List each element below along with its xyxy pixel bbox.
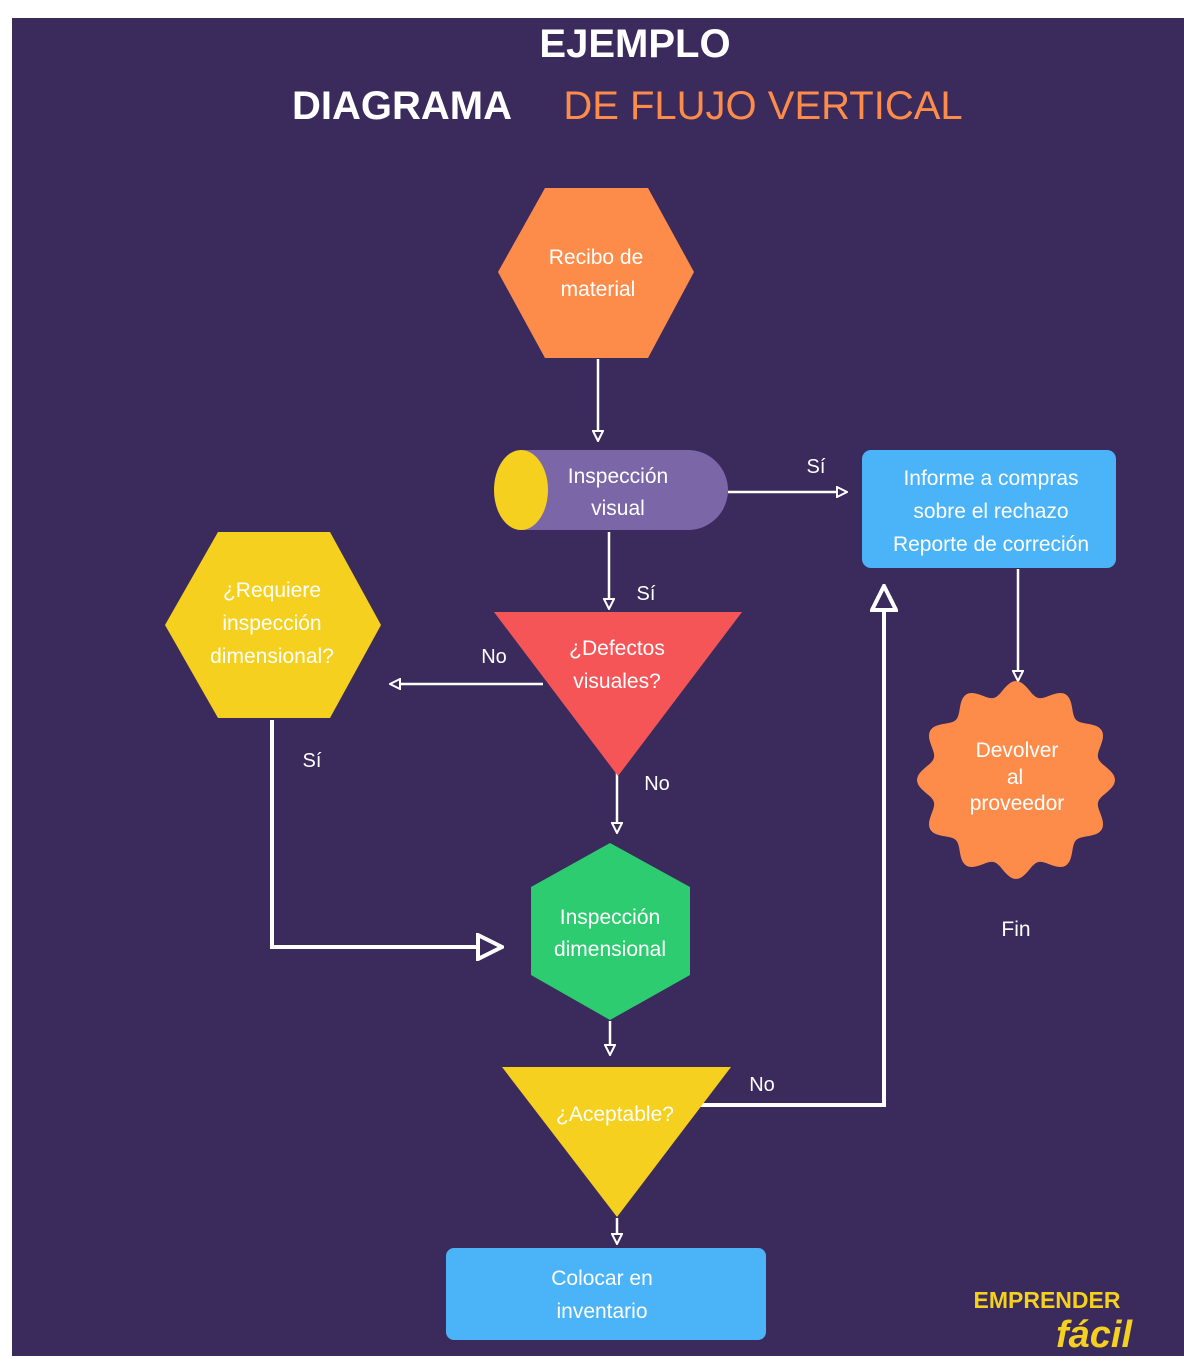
node-label: visual: [591, 497, 645, 520]
node-label: Inspección: [560, 906, 660, 929]
emprender-facil-logo: EMPRENDER fácil: [974, 1287, 1134, 1356]
node-label: inventario: [556, 1300, 647, 1323]
triangle-shape: [502, 1067, 731, 1217]
title-line2-white: DIAGRAMA: [292, 84, 512, 128]
rect-shape: [862, 450, 1116, 568]
node-label: dimensional?: [210, 645, 334, 668]
logo-text-top: EMPRENDER: [974, 1287, 1121, 1313]
edge-label-no: No: [481, 646, 507, 668]
node-label: ¿Defectos: [569, 637, 665, 660]
node-colocar-inventario[interactable]: Colocar en inventario: [446, 1248, 766, 1340]
node-label: proveedor: [970, 792, 1065, 815]
hexagon-shape: [165, 532, 381, 718]
edge-requiere-dimensional: [270, 720, 490, 947]
node-label: inspección: [222, 612, 321, 635]
node-label: Inspección: [568, 465, 668, 488]
wavy-circle-shape: [917, 681, 1115, 879]
node-inspeccion-visual[interactable]: Inspección visual: [494, 450, 728, 530]
logo-text-bottom: fácil: [1056, 1314, 1133, 1356]
node-aceptable[interactable]: ¿Aceptable?: [502, 1067, 731, 1217]
edge-label-si: Sí: [637, 583, 656, 605]
node-inspeccion-dimensional[interactable]: Inspección dimensional: [531, 843, 690, 1020]
node-label: dimensional: [554, 938, 666, 961]
node-devolver-proveedor[interactable]: Devolver al proveedor: [917, 681, 1115, 879]
edge-label-no: No: [749, 1074, 775, 1096]
node-label: Recibo de: [549, 246, 644, 269]
node-label: ¿Requiere: [223, 579, 321, 602]
node-label: Reporte de correción: [893, 533, 1089, 556]
node-defectos-visuales[interactable]: ¿Defectos visuales?: [494, 612, 742, 776]
node-informe-compras[interactable]: Informe a compras sobre el rechazo Repor…: [862, 450, 1116, 568]
node-label: Informe a compras: [903, 467, 1078, 490]
node-label: Devolver: [976, 739, 1059, 762]
edge-label-si: Sí: [807, 456, 826, 478]
edge-label-si: Sí: [303, 750, 322, 772]
node-label: sobre el rechazo: [913, 500, 1068, 523]
edge-labels: Sí Sí No No Sí No Fin: [303, 456, 1031, 1096]
node-label: al: [1007, 766, 1023, 789]
title-line2-orange: DE FLUJO VERTICAL: [563, 84, 962, 128]
cylinder-cap: [494, 450, 548, 530]
node-label: Colocar en: [551, 1267, 653, 1290]
cylinder-body: [520, 450, 728, 530]
hexagon-shape: [531, 843, 690, 1020]
node-recibo-material[interactable]: Recibo de material: [498, 188, 694, 358]
triangle-shape: [494, 612, 742, 776]
node-label: material: [561, 278, 636, 301]
rect-shape: [446, 1248, 766, 1340]
node-label: visuales?: [573, 670, 661, 693]
edge-aceptable-informe: [700, 598, 884, 1107]
edge-label-no: No: [644, 773, 670, 795]
node-requiere-inspeccion[interactable]: ¿Requiere inspección dimensional?: [165, 532, 381, 718]
title-line1: EJEMPLO: [539, 22, 730, 66]
node-label: ¿Aceptable?: [556, 1103, 674, 1126]
hexagon-shape: [498, 188, 694, 358]
connectors: [395, 359, 1018, 1239]
thick-connectors: [270, 598, 884, 1107]
end-label: Fin: [1001, 918, 1030, 941]
